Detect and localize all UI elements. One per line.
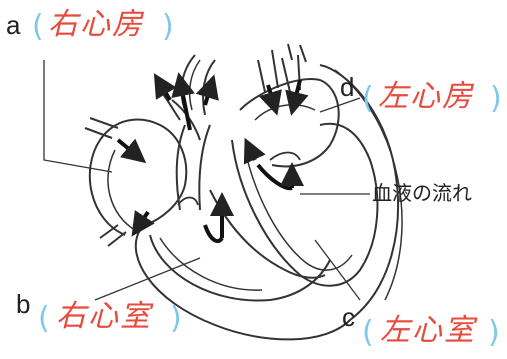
flow-arrow-lv-out	[243, 137, 266, 165]
flow-arrow-pulmonary-1	[153, 73, 177, 102]
leader-c	[314, 239, 361, 301]
pulmonary-veins	[257, 43, 307, 93]
valve-tricuspid	[177, 196, 199, 206]
flow-arrow-pv-1	[258, 84, 282, 116]
label-d-bracket-open: (	[362, 81, 374, 116]
heart-outer-right	[334, 69, 403, 301]
label-a-bracket-close: )	[162, 9, 174, 44]
label-d-bracket-close: )	[490, 81, 502, 116]
leader-a	[43, 60, 113, 173]
vena-cava-lower	[99, 224, 127, 247]
label-a-bracket-open: (	[32, 9, 44, 44]
left-atrium-lines	[254, 104, 316, 121]
septum	[209, 189, 326, 279]
label-b-bracket-close: )	[170, 301, 182, 336]
right-ventricle-inner	[159, 237, 263, 291]
label-b-answer: 右心室	[56, 299, 152, 334]
pulmonary-trunk	[175, 124, 211, 211]
label-d-answer: 左心房	[378, 79, 474, 114]
flow-arrow-vena-lower	[131, 210, 155, 237]
label-c-bracket-open: (	[362, 315, 374, 350]
pulmonary-artery	[157, 87, 201, 141]
right-atrium-wall	[88, 118, 188, 236]
leader-d	[319, 97, 361, 113]
right-atrium-inner	[107, 149, 136, 231]
flow-arrow-pv-2	[285, 79, 309, 116]
label-b-letter: b	[16, 289, 31, 319]
label-a-letter: a	[6, 10, 21, 40]
aorta-inner	[188, 59, 201, 111]
flow-arrow-ra-to-rv	[203, 224, 224, 244]
heart-outline	[134, 64, 399, 341]
vena-cava-upper	[84, 117, 119, 139]
label-a-answer: 右心房	[48, 7, 144, 42]
right-ventricle-wall	[149, 234, 331, 302]
label-c-letter: c	[342, 302, 355, 332]
flow-arrow-aorta	[171, 72, 195, 131]
flow-arrow-vena-upper	[116, 138, 147, 164]
leader-b	[94, 257, 201, 301]
label-c-answer: 左心室	[380, 313, 476, 348]
blood-flow-caption: 血液の流れ	[372, 181, 472, 205]
label-b-bracket-open: (	[38, 301, 50, 336]
label-d-letter: d	[340, 72, 355, 102]
flow-arrow-pulmonary-2	[195, 74, 219, 106]
valve-mitral	[269, 151, 301, 161]
label-c-bracket-close: )	[488, 315, 500, 350]
flow-arrow-la-to-lv	[256, 163, 293, 191]
left-ventricle-wall	[231, 122, 379, 287]
